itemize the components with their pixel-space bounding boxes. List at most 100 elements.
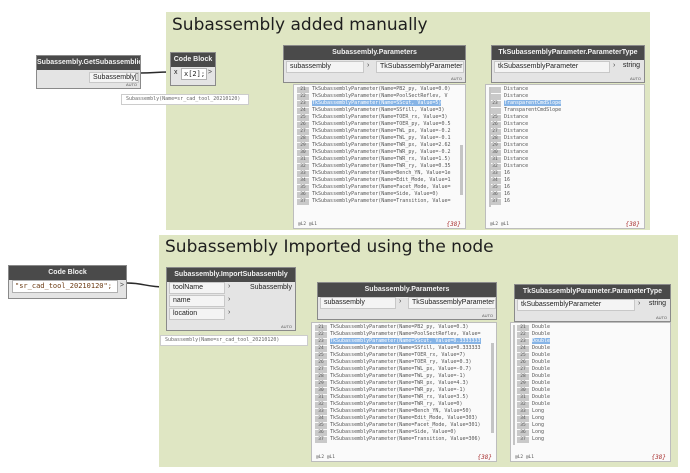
input-port-tk-subassembly-parameter[interactable]: tkSubassemblyParameter (517, 299, 635, 311)
input-port-location[interactable]: location (169, 308, 225, 320)
code-editor[interactable]: "sr_cad_tool_20210120"; (12, 280, 118, 293)
output-port-parameters[interactable]: TkSubassemblyParameter[] (376, 61, 464, 73)
output-port[interactable]: > (119, 282, 124, 289)
subassembly-parameters-node-2[interactable]: Subassembly.Parameters subassembly › TkS… (317, 282, 497, 320)
output-port[interactable]: > (207, 69, 212, 76)
code-editor[interactable]: x[2]; (181, 68, 207, 80)
get-subassemblies-node[interactable]: Subassembly.GetSubassemblies Subassembly… (36, 55, 141, 89)
output-port-subassembly-list[interactable]: Subassembly[] (89, 72, 139, 83)
parameter-type-node-2[interactable]: TkSubassemblyParameter.ParameterType tkS… (514, 284, 671, 322)
parameter-type-node[interactable]: TkSubassemblyParameter.ParameterType tkS… (491, 45, 645, 83)
input-port-subassembly[interactable]: subassembly (286, 61, 364, 73)
scrollbar[interactable] (489, 87, 491, 207)
code-block-node[interactable]: Code Block x x[2]; > (170, 52, 216, 86)
code-block-string-node[interactable]: Code Block "sr_cad_tool_20210120"; > (8, 265, 127, 299)
list-item[interactable]: Distance (489, 86, 561, 93)
list-item[interactable]: TransparentCmdSlope (489, 107, 561, 114)
list-item[interactable]: Distance (489, 93, 561, 100)
subassembly-parameters-node[interactable]: Subassembly.Parameters subassembly › TkS… (283, 45, 466, 83)
import-subassembly-node[interactable]: Subassembly.ImportSubassembly toolName ›… (166, 267, 296, 331)
output-port-string[interactable]: string (622, 62, 640, 69)
input-port-tk-subassembly-parameter[interactable]: tkSubassemblyParameter (494, 61, 610, 73)
scrollbar[interactable] (491, 343, 494, 433)
scrollbar[interactable] (460, 145, 463, 195)
input-port-x[interactable]: x (174, 69, 178, 76)
output-port-parameters[interactable]: TkSubassemblyParameter[] (408, 297, 496, 309)
input-port-toolname[interactable]: toolName (169, 282, 225, 294)
input-port-name[interactable]: name (169, 295, 225, 307)
output-port-string[interactable]: string (648, 300, 666, 307)
input-port-subassembly[interactable]: subassembly (320, 297, 396, 309)
scrollbar[interactable] (513, 325, 515, 445)
output-port-subassembly[interactable]: Subassembly (249, 284, 292, 291)
